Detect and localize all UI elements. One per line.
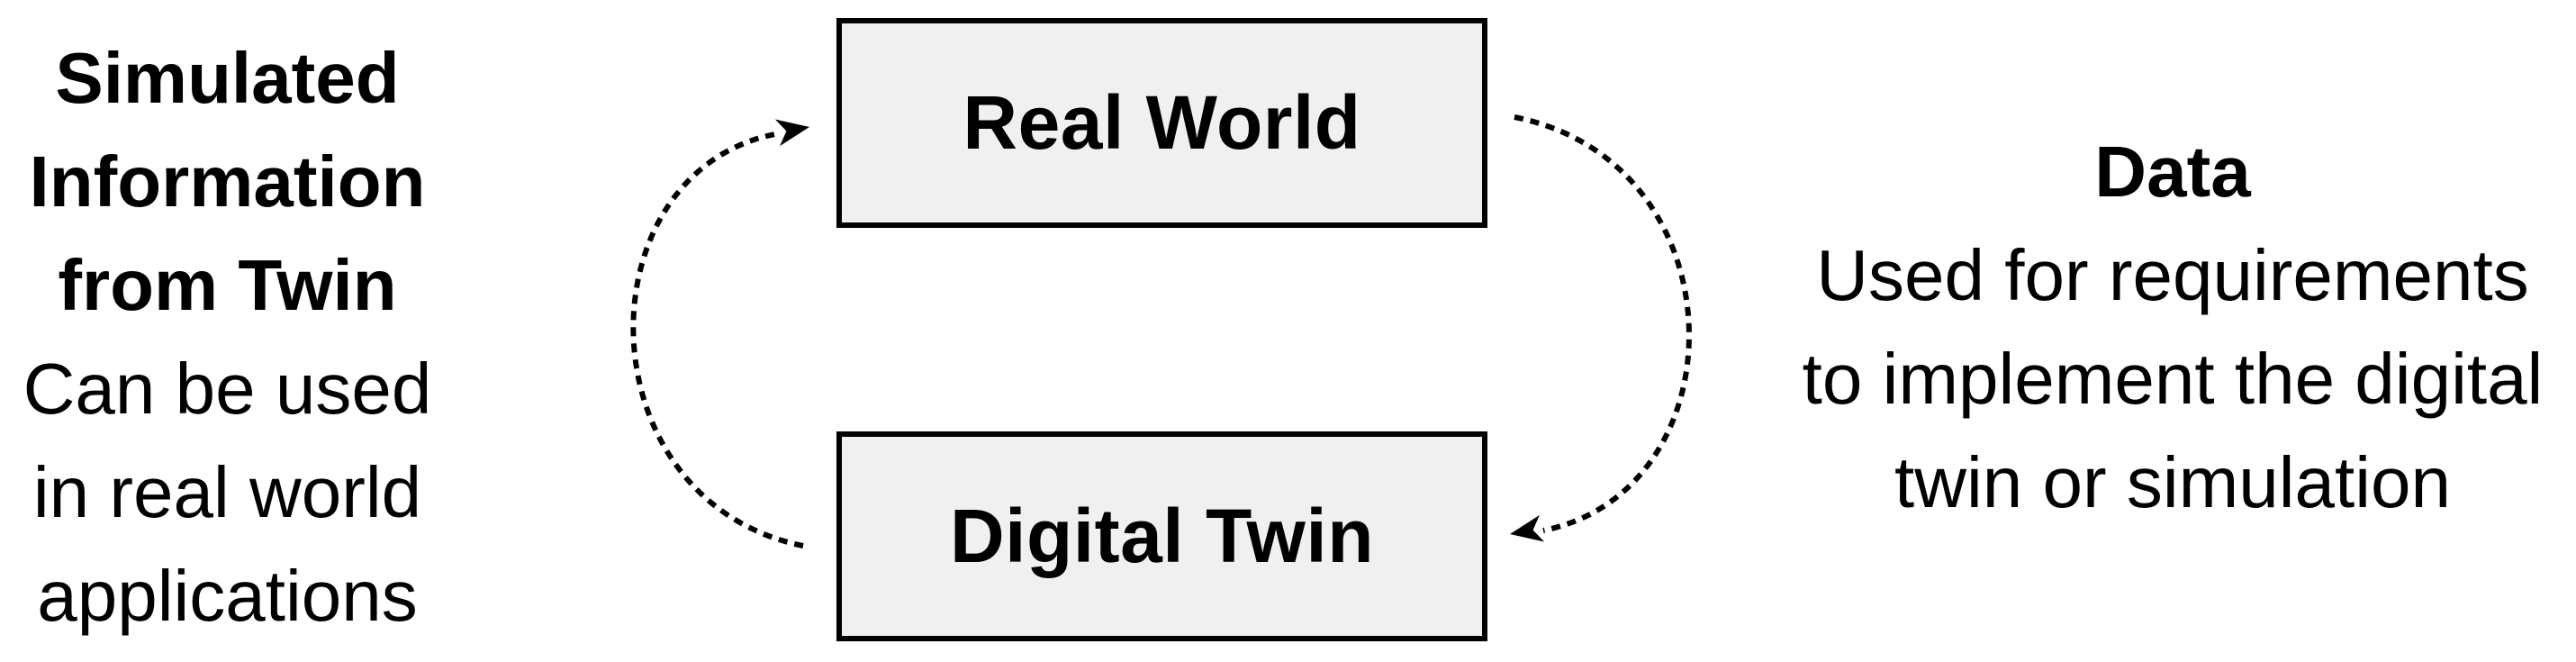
left-annotation-title-line-1: Simulated <box>55 38 400 118</box>
left-annotation-body-line-3: applications <box>37 556 418 636</box>
node-digital-twin: Digital Twin <box>836 431 1487 641</box>
edge-digital-twin-to-real-world <box>630 131 804 549</box>
arrowhead-into-real-world-icon <box>774 119 809 147</box>
arrowhead-into-digital-twin-icon <box>1510 514 1545 542</box>
right-annotation-body-line-1: Used for requirements <box>1816 235 2529 315</box>
left-annotation-body-line-1: Can be used <box>23 349 432 429</box>
node-real-world: Real World <box>836 18 1487 228</box>
edge-real-world-to-digital-twin <box>1514 114 1692 533</box>
right-annotation-title: Data <box>2094 131 2251 212</box>
right-annotation: Data Used for requirements to implement … <box>1740 120 2576 534</box>
node-digital-twin-label: Digital Twin <box>949 494 1375 578</box>
node-real-world-label: Real World <box>963 80 1361 165</box>
left-annotation: Simulated Information from Twin Can be u… <box>0 26 455 648</box>
left-annotation-title-line-3: from Twin <box>58 245 397 325</box>
right-annotation-body-line-3: twin or simulation <box>1894 442 2451 522</box>
left-annotation-body-line-2: in real world <box>32 452 422 532</box>
right-annotation-body-line-2: to implement the digital <box>1802 339 2544 419</box>
left-annotation-title-line-2: Information <box>29 141 426 222</box>
